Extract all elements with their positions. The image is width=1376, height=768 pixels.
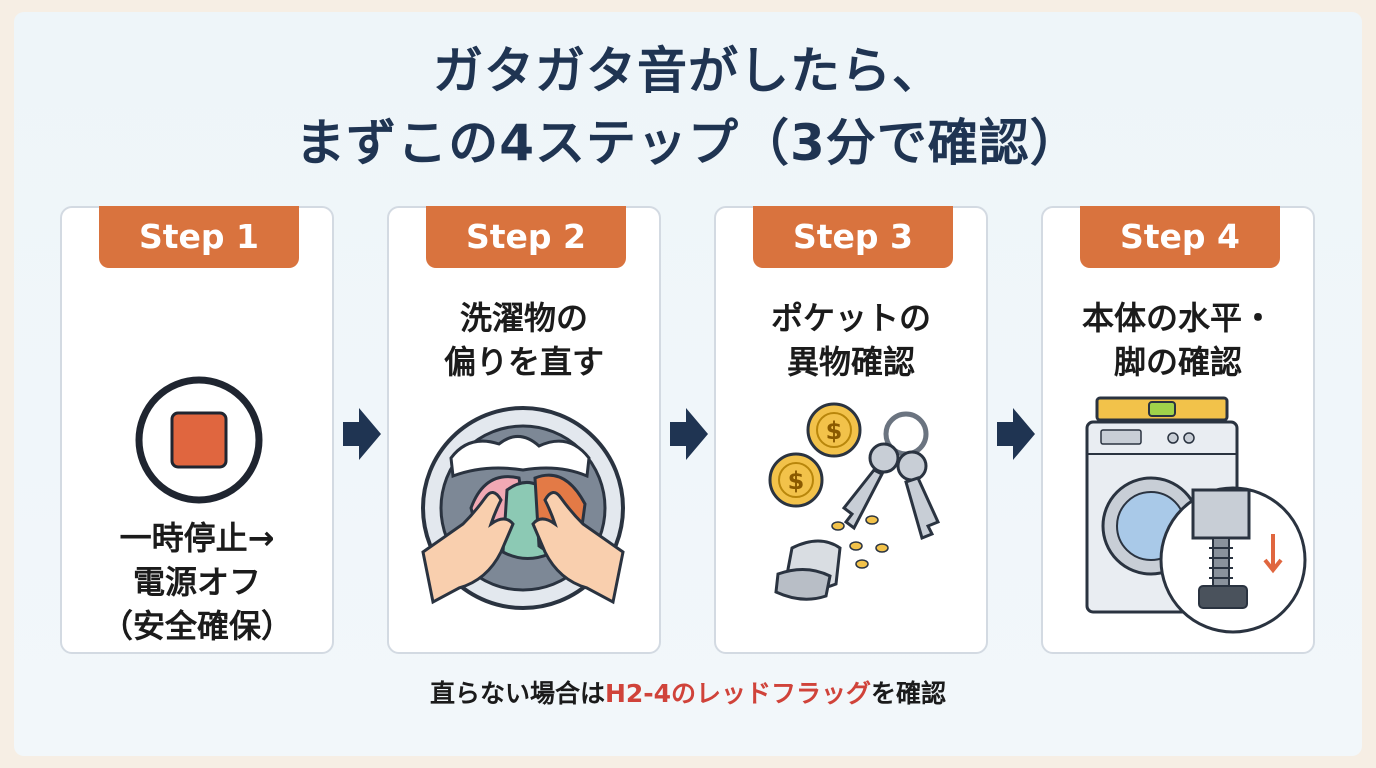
step-label-line: ポケットの <box>770 299 931 337</box>
page-title-line-1: ガタガタ音がしたら、 <box>433 42 943 100</box>
footer-note: 直らない場合はH2-4のレッドフラッグを確認 <box>0 676 1376 712</box>
step-card-3: Step 3 ポケットの 異物確認 $ $ <box>714 206 988 654</box>
step-label-line: 電源オフ <box>132 563 261 601</box>
svg-text:$: $ <box>788 467 805 495</box>
step-label-line: 本体の水平・ <box>1081 299 1274 337</box>
step-card-2: Step 2 洗濯物の 偏りを直す <box>387 206 661 654</box>
step-label: 一時停止→ 電源オフ （安全確保） <box>62 516 332 648</box>
footer-text: 直らない場合は <box>429 679 605 708</box>
step-label-line: 異物確認 <box>786 343 915 381</box>
step-card-4: Step 4 本体の水平・ 脚の確認 <box>1041 206 1315 654</box>
step-badge: Step 3 <box>753 206 953 268</box>
page-title-line-2: まずこの4ステップ（3分で確認） <box>295 114 1081 172</box>
step-label: ポケットの 異物確認 <box>716 296 986 384</box>
svg-text:$: $ <box>826 417 843 445</box>
arrow-right-icon <box>997 408 1035 460</box>
step-label: 本体の水平・ 脚の確認 <box>1043 296 1313 384</box>
step-label-line: 一時停止→ <box>119 519 275 557</box>
coins-keys-icon: $ $ <box>768 402 941 601</box>
step-label-line: 偏りを直す <box>443 343 604 381</box>
step-badge: Step 4 <box>1080 206 1280 268</box>
washer-level-foot-icon <box>1085 396 1307 634</box>
step-badge: Step 2 <box>426 206 626 268</box>
step-label-line: （安全確保） <box>100 607 293 645</box>
footer-highlight-link[interactable]: H2-4のレッドフラッグ <box>604 679 872 708</box>
step-card-1: Step 1 一時停止→ 電源オフ （安全確保） <box>60 206 334 654</box>
arrow-right-icon <box>343 408 381 460</box>
arrow-right-icon <box>670 408 708 460</box>
laundry-drum-hands-icon <box>421 406 625 610</box>
stop-button-icon <box>135 376 263 504</box>
footer-text: を確認 <box>871 679 947 708</box>
step-label-line: 脚の確認 <box>1113 343 1242 381</box>
step-label: 洗濯物の 偏りを直す <box>389 296 659 384</box>
step-badge: Step 1 <box>99 206 299 268</box>
step-label-line: 洗濯物の <box>459 299 588 337</box>
